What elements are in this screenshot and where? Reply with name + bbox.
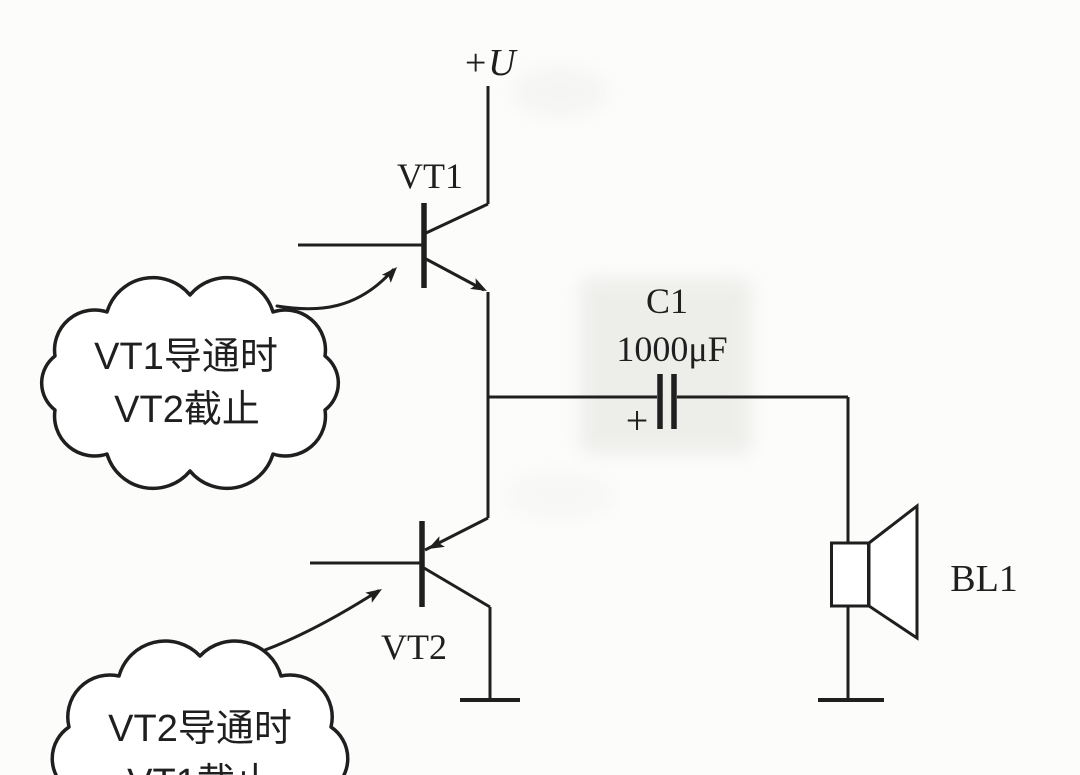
callout-bottom-arrowhead-icon [365,583,386,603]
vt2-emitter-arrow-icon [425,536,445,555]
c1-name-label: C1 [646,281,688,321]
transistor-vt1: VT1 [298,156,490,297]
vt2-label: VT2 [381,627,447,667]
c1-polarity-mark: + [626,398,649,443]
capacitor-c1: C1 1000μF + [488,281,848,443]
supply-voltage-label: +U [462,42,518,84]
vt1-collector [425,202,489,235]
scan-smudge-mid [505,471,615,519]
callout-top: VT1导通时 VT2截止 [39,262,402,491]
callout-bottom-cloud [50,639,350,775]
vt1-emitter [425,257,485,292]
callout-bottom: VT2导通时 VT1截止 [50,583,386,775]
vt1-label: VT1 [397,156,463,196]
vt2-collector [423,566,491,609]
callout-bottom-line1: VT2导通时 [108,708,292,750]
speaker-coil [830,541,870,608]
callout-top-cloud [39,275,341,491]
scan-shade-capacitor-area [580,278,752,454]
scan-smudge-top [512,66,608,118]
c1-value-label: 1000μF [616,329,727,369]
power-rail: +U [462,42,518,204]
transistor-vt2: VT2 [310,516,491,667]
callout-top-line2: VT2截止 [114,389,260,431]
callout-bottom-line2: VT1截止 [127,762,273,775]
callout-top-line1: VT1导通时 [94,336,278,378]
callout-top-arrow-curve [275,268,395,311]
speaker-bl1: BL1 [818,397,1018,702]
speaker-horn [867,502,919,641]
ground-vt2 [460,607,520,702]
bl1-label: BL1 [950,558,1018,600]
